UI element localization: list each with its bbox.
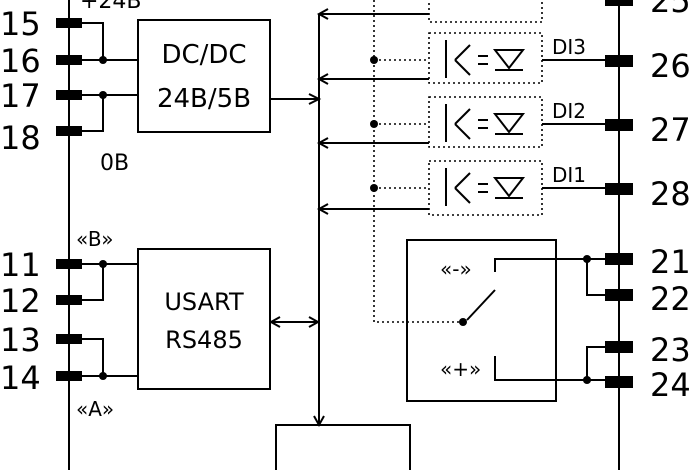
- junction-dot: [99, 56, 107, 64]
- terminal-label: 14: [0, 359, 41, 397]
- jumper-23-24: [586, 346, 605, 380]
- relay-contact-minus: [494, 258, 605, 272]
- jumper-17-18: [82, 95, 104, 132]
- right-terminal-23: 23: [605, 331, 690, 369]
- terminal-label: 16: [0, 42, 41, 80]
- terminal-label: 13: [0, 321, 41, 359]
- bus-b-label: «B»: [76, 227, 114, 251]
- terminal-label: 21: [650, 243, 690, 281]
- relay-minus-label: «-»: [440, 257, 472, 281]
- usart-label-bottom: RS485: [165, 326, 243, 354]
- opto-block-partial: [316, 0, 543, 23]
- relay-switch-arm: [466, 289, 496, 321]
- right-terminal-25: 25: [605, 0, 690, 20]
- di2-label: DI2: [552, 99, 586, 123]
- left-terminal-15: 15: [0, 5, 82, 43]
- terminal-label: 27: [650, 111, 690, 149]
- di1-label: DI1: [552, 163, 586, 187]
- terminal-label: 28: [650, 175, 690, 213]
- usart-label-top: USART: [164, 288, 244, 316]
- di3-label: DI3: [552, 35, 586, 59]
- usart-block: [137, 248, 271, 390]
- arrow-head: [268, 316, 281, 328]
- opto-block-di2: DI2: [316, 96, 605, 149]
- right-terminal-28: 28: [605, 175, 690, 213]
- dcdc-label-top: DC/DC: [161, 40, 246, 70]
- relay-block: [406, 239, 557, 402]
- terminal-label: 18: [0, 119, 41, 157]
- dcdc-label-bottom: 24B/5B: [157, 84, 251, 114]
- lower-block: [275, 424, 411, 470]
- left-terminal-17: 17: [0, 77, 82, 115]
- terminal-label: 26: [650, 47, 690, 85]
- left-terminal-13: 13: [0, 321, 82, 359]
- dcdc-block: [137, 19, 271, 133]
- terminal-label: 24: [650, 366, 690, 404]
- opto-common-line: [373, 0, 463, 323]
- power-plus-label: +24B: [80, 0, 142, 14]
- junction-dot: [583, 376, 591, 384]
- power-zero-label: 0B: [100, 151, 129, 176]
- right-terminal-24: 24: [605, 366, 690, 404]
- terminal-label: 25: [650, 0, 690, 20]
- relay-pivot: [459, 318, 467, 326]
- terminal-label: 12: [0, 282, 41, 320]
- opto-block-di1: DI1: [316, 160, 605, 216]
- right-terminal-22: 22: [605, 280, 690, 318]
- relay-plus-label: «+»: [440, 357, 481, 381]
- jumper-11-12: [82, 264, 104, 301]
- bus-a-label: «A»: [76, 397, 114, 421]
- terminal-label: 23: [650, 331, 690, 369]
- opto-block-di3: DI3: [316, 32, 605, 85]
- left-terminal-14: 14: [0, 359, 82, 397]
- right-terminal-26: 26: [605, 47, 690, 85]
- jumper-13-14: [82, 338, 104, 376]
- terminal-label: 15: [0, 5, 41, 43]
- arrow-head: [308, 316, 321, 328]
- relay-contact-plus: [494, 356, 605, 381]
- left-terminal-16: 16: [0, 42, 82, 80]
- junction-dot: [583, 255, 591, 263]
- right-terminal-21: 21: [605, 243, 690, 281]
- junction-dot: [99, 91, 107, 99]
- right-terminal-27: 27: [605, 111, 690, 149]
- left-terminal-18: 18: [0, 119, 82, 157]
- jumper-21-22: [586, 259, 605, 296]
- jumper-15-16: [82, 22, 104, 60]
- left-terminal-12: 12: [0, 282, 82, 320]
- junction-dot: [99, 260, 107, 268]
- junction-dot: [99, 372, 107, 380]
- left-terminal-11: 11: [0, 246, 82, 284]
- terminal-label: 11: [0, 246, 41, 284]
- terminal-label: 17: [0, 77, 41, 115]
- terminal-label: 22: [650, 280, 690, 318]
